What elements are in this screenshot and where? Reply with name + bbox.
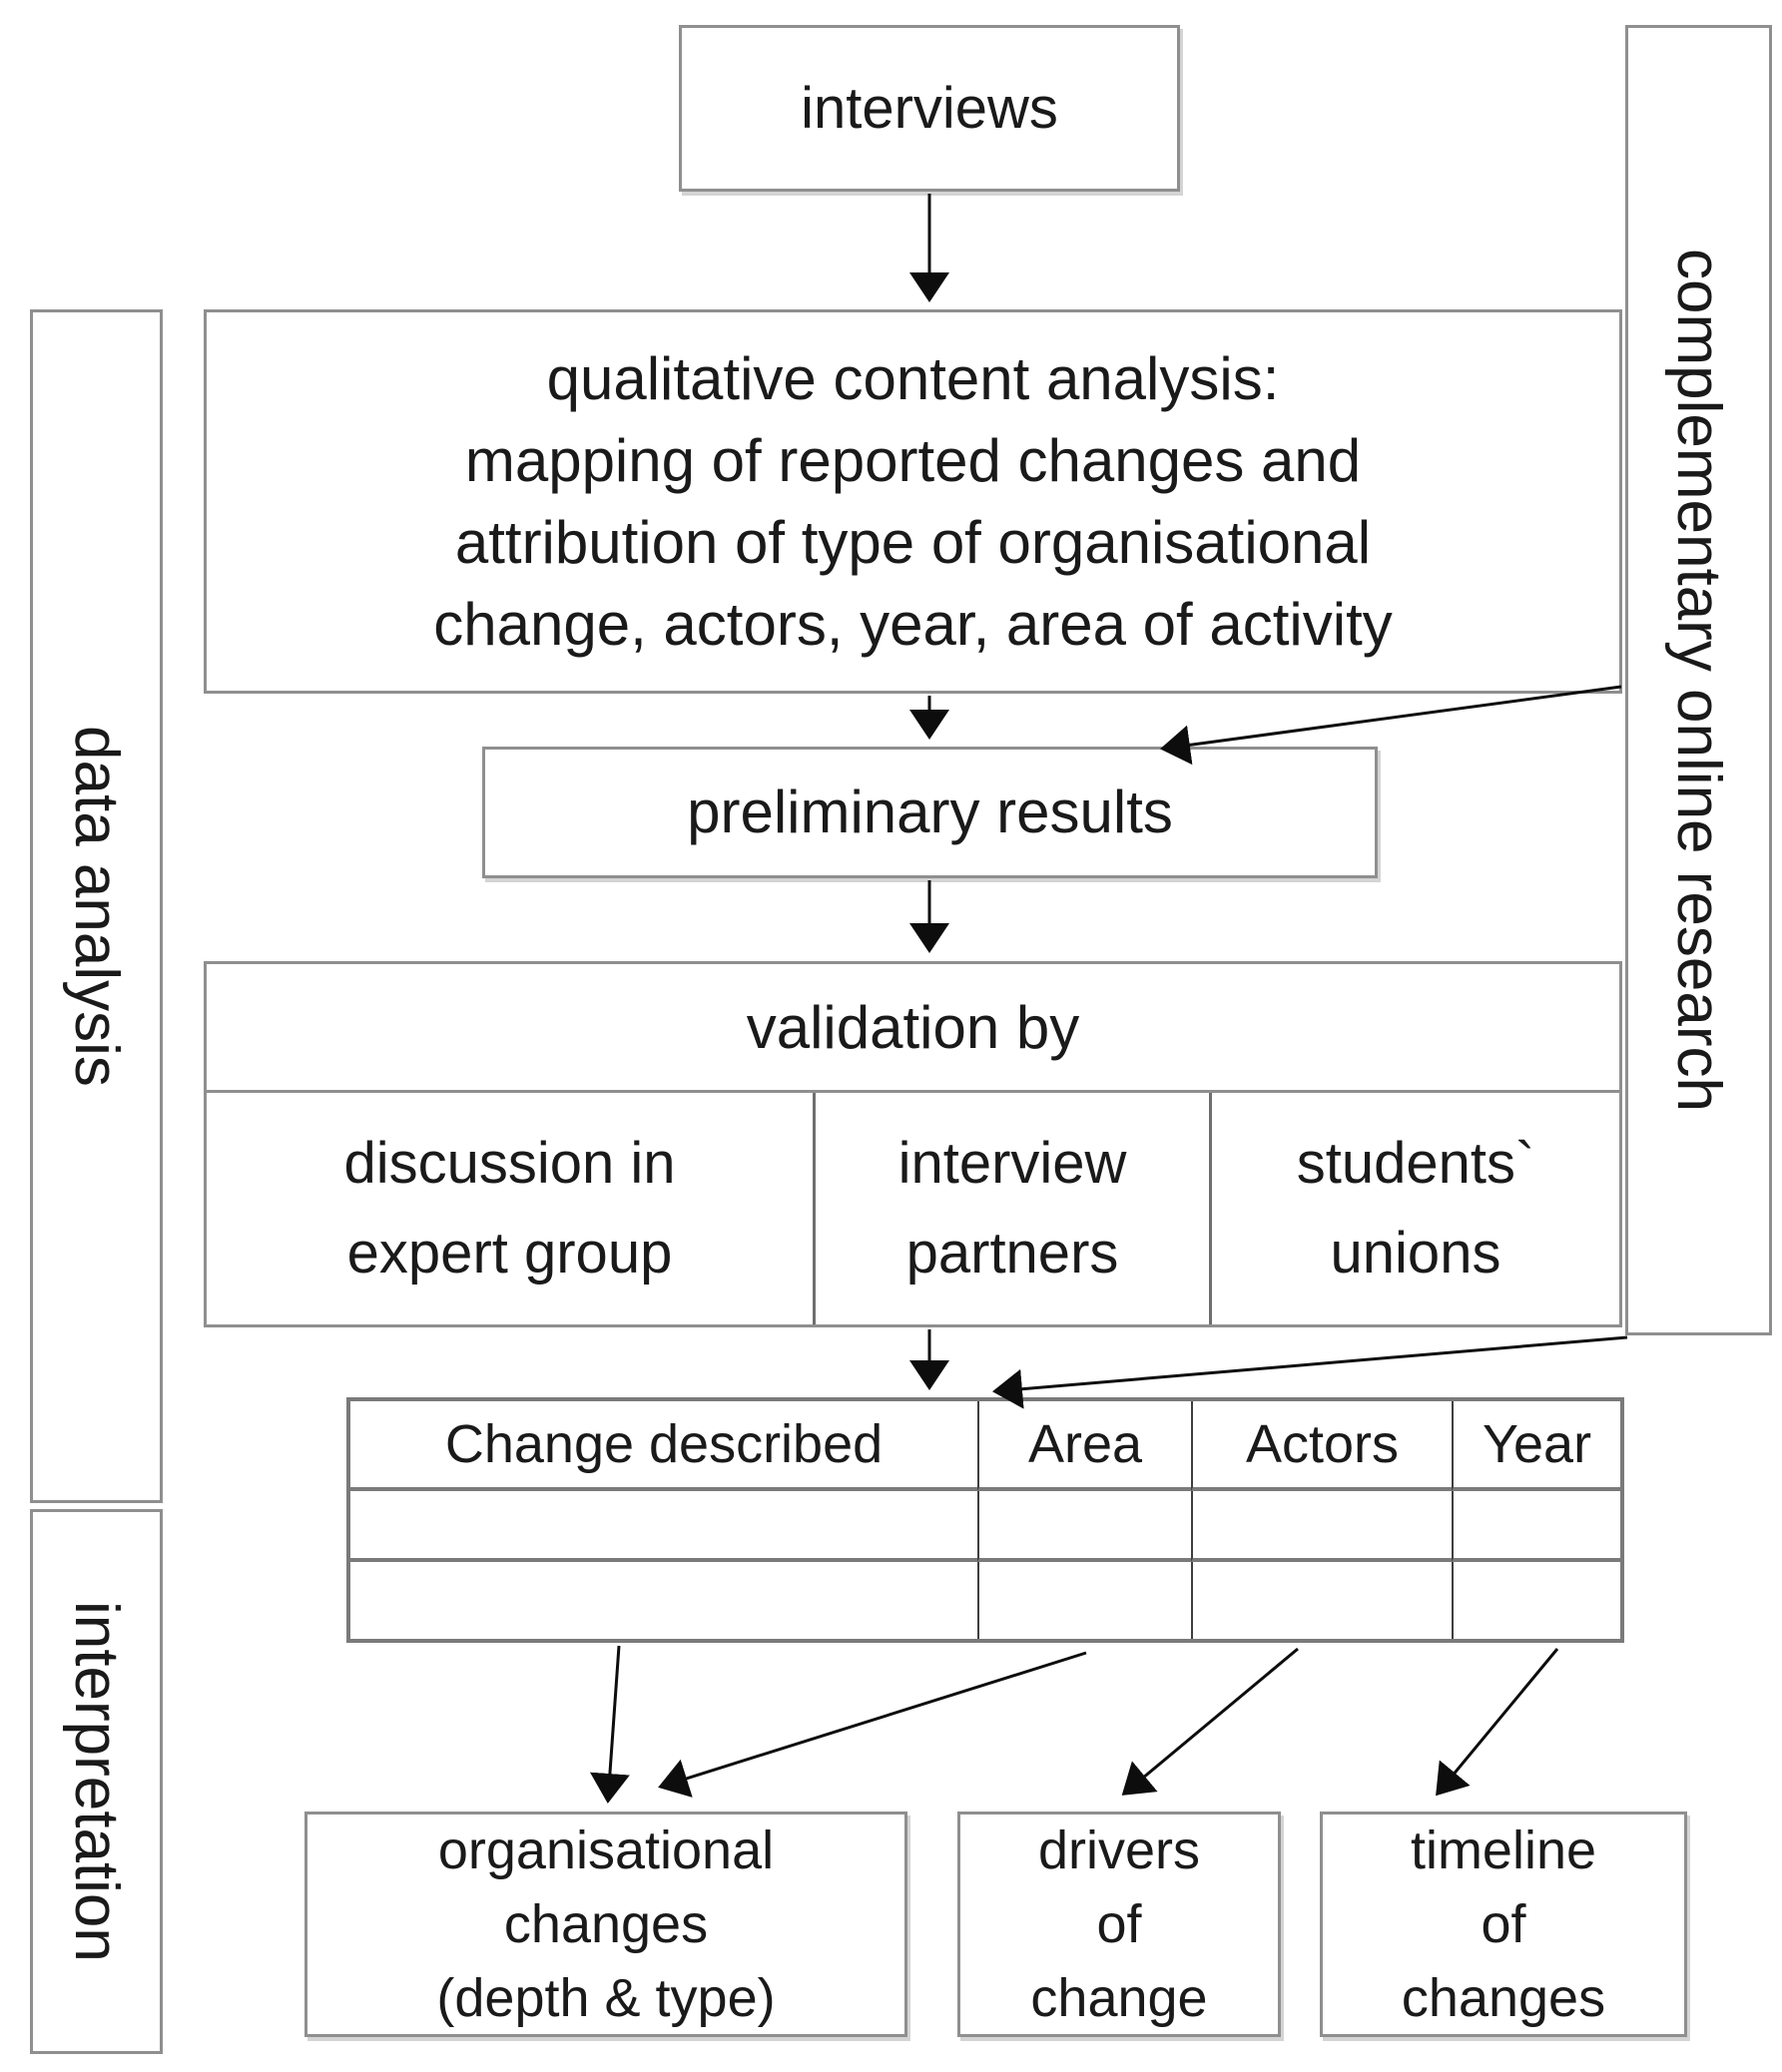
validation-header-label: validation by [746, 993, 1080, 1061]
validator-interview-partners-line-1: interview [897, 1131, 1127, 1196]
table-row [1452, 1491, 1620, 1562]
preliminary-results-box: preliminary results [482, 747, 1378, 878]
timeline-of-changes-box: timeline of changes [1320, 1812, 1687, 2037]
timeline-of-changes-line-2: of [1481, 1894, 1526, 1954]
arrow-research-to-preliminary [1160, 685, 1622, 766]
validator-expert-group-cell: discussion in expert group [207, 1093, 813, 1324]
organisational-changes-line-2: changes [503, 1894, 709, 1954]
drivers-of-change-line-3: change [1030, 1968, 1208, 2028]
table-row [350, 1491, 977, 1562]
organisational-changes-box: organisational changes (depth & type) [304, 1812, 907, 2037]
analysis-line-4: change, actors, year, area of activity [433, 590, 1393, 658]
table-header-year: Year [1452, 1401, 1620, 1491]
data-analysis-side-label-box: data analysis [30, 309, 163, 1503]
complementary-online-research-box: complementary online research [1625, 25, 1772, 1335]
analysis-line-3: attribution of type of organisational [454, 508, 1372, 576]
analysis-line-1: qualitative content analysis: [546, 344, 1280, 412]
interpretation-label: interpretation [62, 1601, 131, 1962]
table-header-area: Area [977, 1401, 1191, 1491]
arrow-area-to-organisational-changes [658, 1651, 1087, 1798]
change-table: Change described Area Actors Year [346, 1397, 1624, 1643]
organisational-changes-line-1: organisational [437, 1820, 775, 1880]
validator-expert-group-line-1: discussion in [343, 1131, 676, 1196]
interviews-box: interviews [679, 25, 1180, 192]
table-header-change-described: Change described [350, 1401, 977, 1491]
table-row [350, 1562, 977, 1639]
drivers-of-change-line-2: of [1096, 1894, 1142, 1954]
table-row [977, 1491, 1191, 1562]
validator-interview-partners-line-2: partners [905, 1221, 1119, 1286]
timeline-of-changes-line-3: changes [1401, 1968, 1606, 2028]
timeline-of-changes-line-1: timeline [1410, 1820, 1597, 1880]
validator-students-unions-line-2: unions [1330, 1221, 1501, 1286]
validation-header: validation by [207, 964, 1619, 1093]
qualitative-content-analysis-box: qualitative content analysis: mapping of… [204, 309, 1622, 694]
table-row [1191, 1562, 1452, 1639]
validator-interview-partners-cell: interview partners [813, 1093, 1209, 1324]
validator-students-unions-cell: students` unions [1209, 1093, 1619, 1324]
validation-box: validation by discussion in expert group… [204, 961, 1622, 1327]
analysis-line-2: mapping of reported changes and [464, 426, 1362, 494]
interviews-label: interviews [801, 75, 1058, 141]
arrow-year-to-timeline [1436, 1648, 1559, 1797]
organisational-changes-line-3: (depth & type) [436, 1968, 776, 2028]
complementary-online-research-label: complementary online research [1664, 249, 1733, 1112]
table-row [1452, 1562, 1620, 1639]
drivers-of-change-box: drivers of change [957, 1812, 1281, 2037]
validation-cells: discussion in expert group interview par… [207, 1093, 1619, 1324]
arrow-research-to-table [992, 1335, 1628, 1409]
table-row [977, 1562, 1191, 1639]
data-analysis-label: data analysis [62, 726, 131, 1087]
preliminary-results-label: preliminary results [687, 778, 1173, 845]
table-header-actors: Actors [1191, 1401, 1452, 1491]
drivers-of-change-line-1: drivers [1037, 1820, 1201, 1880]
validator-students-unions-line-1: students` [1296, 1131, 1535, 1196]
validator-expert-group-line-2: expert group [346, 1221, 673, 1286]
table-row [1191, 1491, 1452, 1562]
arrow-actors-to-drivers [1121, 1647, 1299, 1796]
interpretation-side-label-box: interpretation [30, 1509, 163, 2054]
arrow-table-to-organisational-changes [589, 1645, 630, 1804]
